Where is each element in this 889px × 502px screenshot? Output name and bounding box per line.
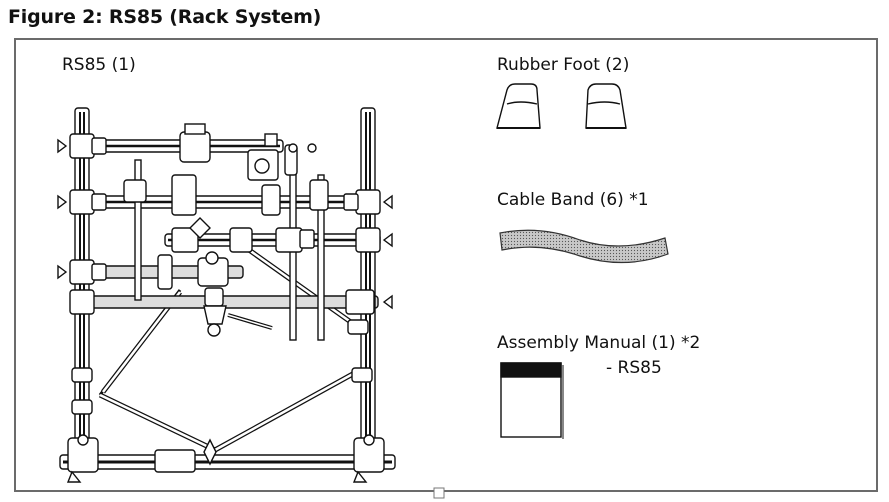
manual-subtitle: - RS85 <box>606 358 662 378</box>
figure-title: Figure 2: RS85 (Rack System) <box>8 6 322 28</box>
figure-frame <box>14 38 878 492</box>
manual-label: Assembly Manual (1) *2 <box>497 333 701 353</box>
rack-label: RS85 (1) <box>62 55 136 75</box>
rubber-foot-label: Rubber Foot (2) <box>497 55 630 75</box>
cable-band-label: Cable Band (6) *1 <box>497 190 649 210</box>
document-mark-icon <box>433 487 445 499</box>
